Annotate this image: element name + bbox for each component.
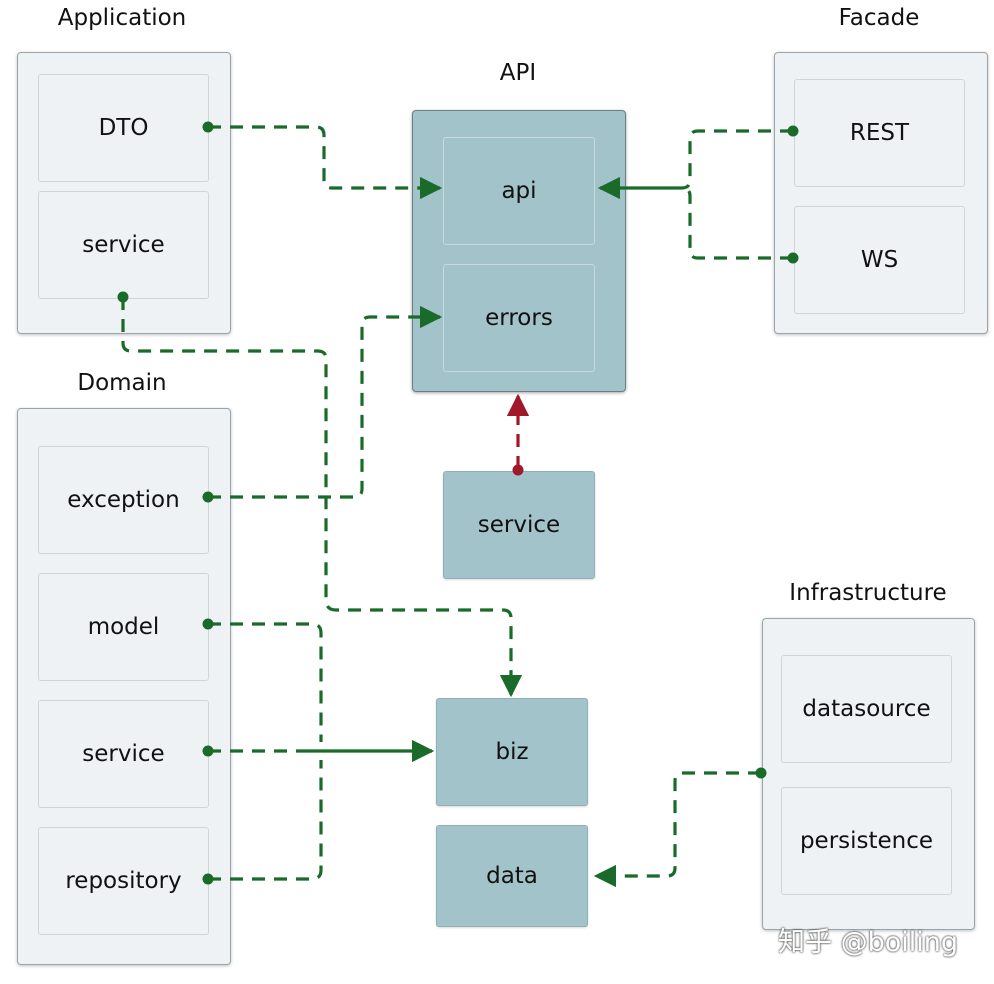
- dot-model: [202, 618, 214, 630]
- data-module: data: [436, 825, 588, 927]
- watermark: 知乎 @boiling: [778, 927, 958, 958]
- dot-domain-service: [202, 745, 214, 757]
- domain-exception: exception: [38, 446, 209, 554]
- link-repository-biz: [208, 760, 323, 881]
- infrastructure-title: Infrastructure: [789, 580, 947, 606]
- application-dto: DTO: [38, 74, 209, 182]
- link-ws-api: [681, 186, 793, 260]
- dot-app-service: [117, 291, 129, 303]
- dot-dto: [202, 121, 214, 133]
- dot-repository: [202, 873, 214, 885]
- facade-title: Facade: [838, 5, 920, 31]
- infrastructure-datasource: datasource: [781, 655, 952, 763]
- link-dto-api: [208, 125, 443, 200]
- api-group: api errors: [412, 110, 626, 392]
- domain-title: Domain: [77, 370, 167, 396]
- dot-rest: [787, 125, 799, 137]
- facade-group: REST WS: [774, 52, 988, 334]
- link-appservice-biz: [121, 297, 523, 698]
- standalone-service: service: [443, 471, 595, 579]
- api-errors: errors: [443, 264, 595, 372]
- link-datasource-data: [593, 771, 761, 888]
- link-model-biz: [208, 622, 323, 742]
- link-rest-api: [681, 129, 793, 190]
- application-group: DTO service: [17, 52, 231, 334]
- biz-module: biz: [436, 698, 588, 806]
- dot-datasource: [755, 767, 767, 779]
- link-exception-errors: [208, 305, 443, 499]
- infrastructure-group: datasource persistence: [762, 618, 975, 930]
- domain-service: service: [38, 700, 209, 808]
- application-title: Application: [57, 5, 187, 31]
- api-title: API: [499, 60, 537, 86]
- api-api: api: [443, 137, 595, 245]
- dot-exception: [202, 491, 214, 503]
- infrastructure-persistence: persistence: [781, 787, 952, 895]
- dot-standalone-service: [512, 464, 524, 476]
- domain-repository: repository: [38, 827, 209, 935]
- dot-ws: [787, 252, 799, 264]
- domain-group: exception model service repository: [17, 408, 231, 965]
- facade-rest: REST: [794, 79, 965, 187]
- application-service: service: [38, 191, 209, 299]
- domain-model: model: [38, 573, 209, 681]
